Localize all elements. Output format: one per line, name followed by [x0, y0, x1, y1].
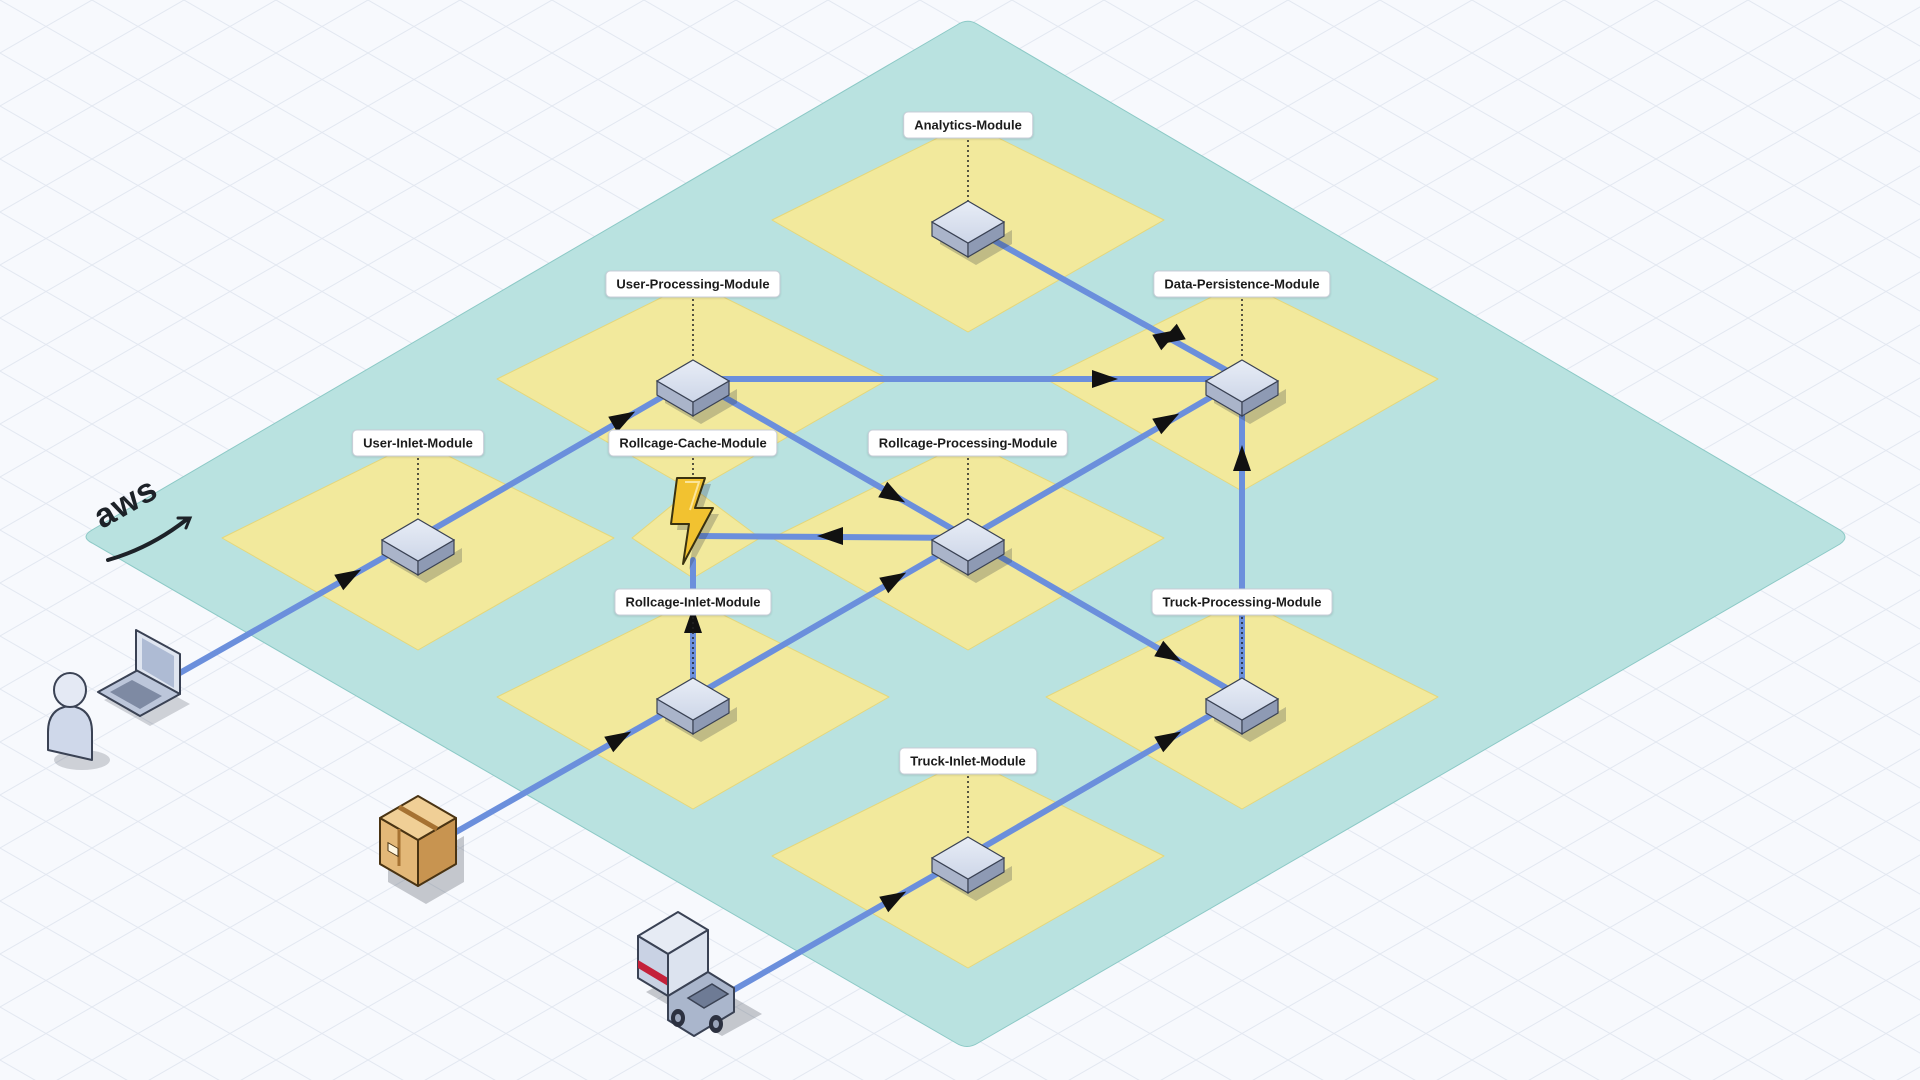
connection-truck-to-truck-inlet	[727, 853, 971, 995]
arrowhead	[1152, 329, 1180, 351]
arrowhead	[604, 731, 632, 753]
package-box-icon[interactable]	[379, 795, 464, 904]
label-user-inlet-module[interactable]: User-Inlet-Module	[352, 429, 484, 457]
connection-rollcage-processing-to-truck-processing	[965, 535, 1245, 700]
arrowhead	[684, 607, 702, 633]
connection-rollcage-processing-to-data-persistence	[965, 376, 1245, 541]
connection-rollcage-inlet-to-rollcage-processing	[690, 535, 971, 700]
label-rollcage-inlet-module[interactable]: Rollcage-Inlet-Module	[614, 588, 772, 616]
user-icon	[47, 672, 110, 770]
truck-processing-node-icon[interactable]	[1204, 677, 1286, 742]
connection-package-to-rollcage-inlet	[453, 694, 696, 835]
data-persistence-node-icon[interactable]	[1204, 359, 1286, 424]
rollcage-processing-node-icon[interactable]	[930, 518, 1012, 583]
connection-user-processing-to-rollcage-processing	[690, 376, 971, 541]
user-processing-node-icon[interactable]	[655, 359, 737, 424]
aws-logo-smile	[106, 518, 188, 562]
lightning-bolt-icon[interactable]	[670, 477, 719, 570]
arrowhead	[878, 481, 906, 503]
truck-inlet-node-icon[interactable]	[930, 836, 1012, 901]
label-truck-processing-module[interactable]: Truck-Processing-Module	[1151, 588, 1333, 616]
label-rollcage-processing-module[interactable]: Rollcage-Processing-Module	[867, 429, 1069, 457]
connection-user-inlet-to-user-processing	[415, 376, 696, 541]
arrowhead	[1152, 413, 1180, 435]
arrowheads	[334, 323, 1251, 913]
user-inlet-node-icon[interactable]	[380, 518, 462, 583]
label-data-persistence-module[interactable]: Data-Persistence-Module	[1153, 270, 1331, 298]
connection-truck-inlet-to-truck-processing	[965, 694, 1245, 859]
laptop-icon	[97, 629, 190, 726]
label-truck-inlet-module[interactable]: Truck-Inlet-Module	[899, 747, 1037, 775]
arrowhead	[1233, 445, 1251, 471]
arrowhead	[608, 411, 636, 433]
module-nodes	[380, 200, 1286, 901]
arrowhead	[879, 572, 907, 594]
arrowhead	[879, 891, 907, 913]
aws-logo-arrow	[176, 516, 193, 530]
delivery-truck-icon[interactable]	[637, 911, 762, 1037]
arrowhead	[1154, 731, 1182, 753]
rollcage-inlet-node-icon[interactable]	[655, 677, 737, 742]
label-user-processing-module[interactable]: User-Processing-Module	[605, 270, 781, 298]
label-rollcage-cache-module[interactable]: Rollcage-Cache-Module	[608, 429, 778, 457]
label-analytics-module[interactable]: Analytics-Module	[903, 111, 1033, 139]
arrowhead	[334, 569, 362, 591]
arrowhead	[817, 527, 843, 545]
arrowhead	[1092, 370, 1118, 388]
connection-user-to-user-inlet	[175, 535, 421, 677]
arrowhead	[1154, 640, 1182, 662]
user-with-laptop-icon[interactable]	[47, 629, 190, 770]
analytics-node-icon[interactable]	[930, 200, 1012, 265]
connection-analytics-to-data-persistence	[965, 223, 1245, 382]
